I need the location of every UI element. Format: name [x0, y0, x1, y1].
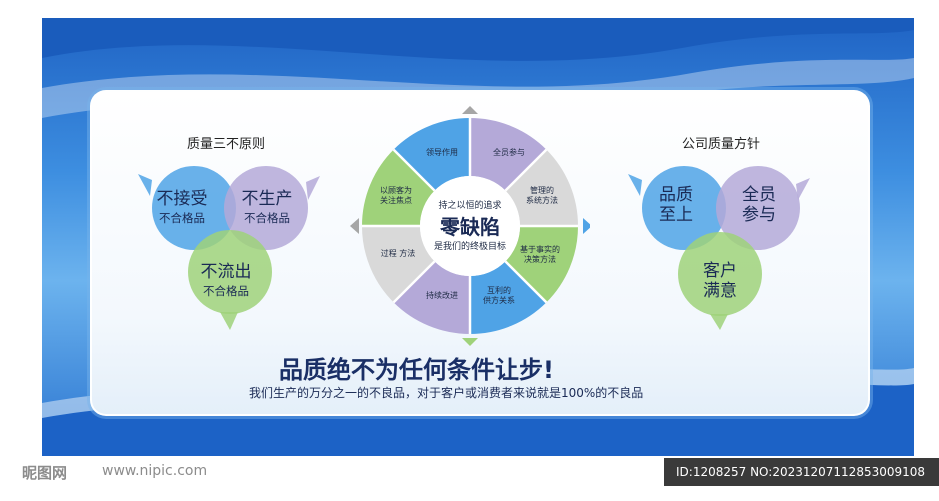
right-section-title: 公司质量方针 — [682, 137, 761, 152]
watermark-logo: 昵图网 — [22, 464, 68, 482]
principle-no-produce: 不生产 不合格品 — [241, 189, 293, 225]
sub-slogan: 我们生产的万分之一的不良品，对于客户或消费者来说就是100%的不良品 — [249, 386, 644, 400]
wheel-segment-fact-based-decision: 基于事实的决策方法 — [520, 245, 560, 264]
principle-no-outflow: 不流出 不合格品 — [200, 262, 252, 298]
wheel-center-title: 零缺陷 — [440, 215, 500, 239]
quality-policy-venn — [628, 166, 810, 330]
three-no-principle-venn — [138, 166, 320, 330]
watermark-url: www.nipic.com — [102, 463, 208, 479]
wheel-segment-process-method: 过程 方法 — [380, 249, 416, 258]
policy-full-participation: 全员 参与 — [742, 185, 776, 225]
wheel-segment-leadership: 领导作用 — [426, 148, 458, 157]
wheel-center-bottom: 是我们的终极目标 — [433, 242, 506, 252]
main-slogan: 品质绝不为任何条件让步! — [279, 356, 554, 384]
image-id-bar: ID:1208257 NO:20231207112853009108 — [664, 458, 939, 486]
zero-defect-wheel — [350, 106, 590, 346]
wheel-center-top: 持之以恒的追求 — [438, 201, 502, 211]
principle-no-accept: 不接受 不合格品 — [156, 189, 208, 225]
wheel-segment-customer-focus: 以顾客为关注焦点 — [380, 186, 412, 205]
policy-customer-satisfaction: 客户 满意 — [703, 261, 737, 301]
wheel-segment-system-method: 管理的系统方法 — [526, 186, 558, 205]
wheel-segment-full-participation: 全员参与 — [493, 148, 525, 157]
wheel-segment-supplier-relation: 互利的供方关系 — [483, 286, 515, 305]
left-section-title: 质量三不原则 — [187, 137, 266, 152]
policy-quality-first: 品质 至上 — [659, 185, 693, 225]
wheel-segment-continuous-improvement: 持续改进 — [426, 291, 458, 300]
